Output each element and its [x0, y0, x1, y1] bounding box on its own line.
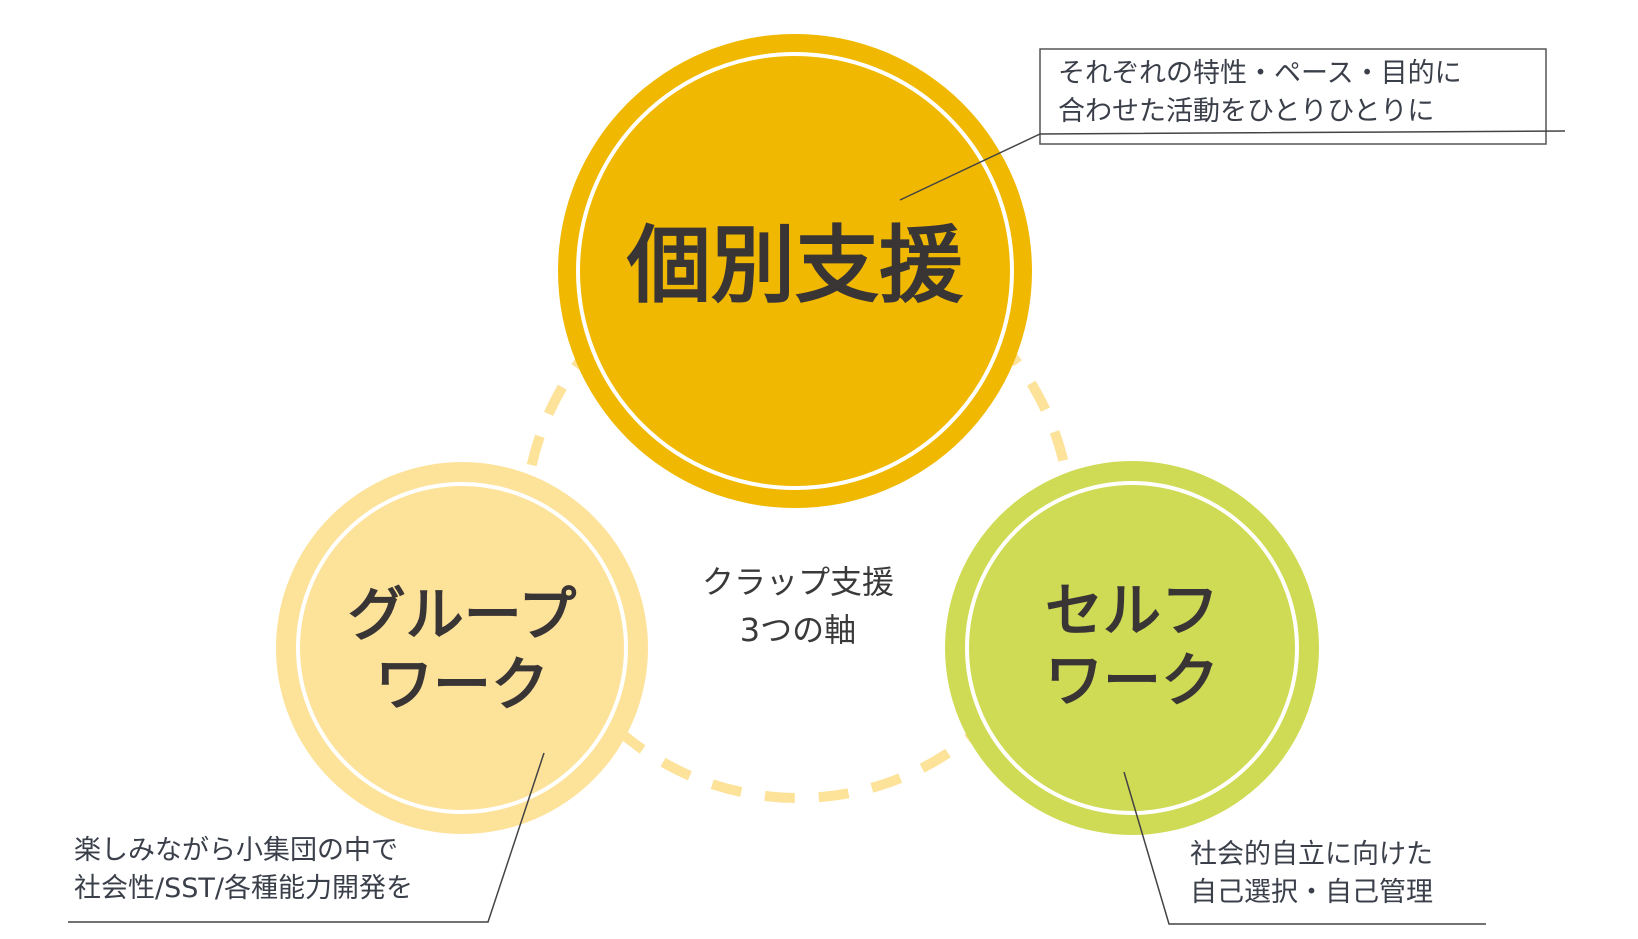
individual-note-line2: 合わせた活動をひとりひとりに [1058, 96, 1435, 127]
individual-support-title: 個別支援 [626, 216, 964, 315]
individual-support-circle [558, 34, 1032, 508]
group-work-title-line1: グループ [347, 580, 577, 649]
self-note-line1: 社会的自立に向けた [1190, 839, 1433, 870]
self-work-title-line1: セルフ [1044, 576, 1220, 645]
center-label: クラップ支援 3つの軸 [702, 558, 894, 654]
self-leader-line [1123, 771, 1486, 925]
group-note: 楽しみながら小集団の中で 社会性/SST/各種能力開発を [74, 832, 413, 908]
self-work-circle [945, 461, 1319, 835]
individual-note: それぞれの特性・ペース・目的に 合わせた活動をひとりひとりに [1058, 55, 1462, 131]
center-label-line1: クラップ支援 [701, 563, 895, 601]
center-label-line2: 3つの軸 [739, 611, 857, 649]
individual-leader-line [899, 130, 1566, 201]
group-note-line2: 社会性/SST/各種能力開発を [74, 873, 413, 904]
individual-note-box [1039, 48, 1547, 145]
group-work-circle [276, 462, 648, 834]
group-leader-line [68, 752, 545, 923]
self-note-line2: 自己選択・自己管理 [1190, 877, 1433, 908]
self-note: 社会的自立に向けた 自己選択・自己管理 [1190, 836, 1433, 912]
self-work-title: セルフ ワーク [1045, 576, 1219, 715]
individual-note-line1: それぞれの特性・ペース・目的に [1058, 58, 1462, 89]
group-note-line1: 楽しみながら小集団の中で [74, 835, 398, 866]
group-work-title-line2: ワーク [374, 650, 549, 718]
self-work-title-line2: ワーク [1044, 646, 1220, 714]
group-work-title: グループ ワーク [348, 580, 577, 719]
